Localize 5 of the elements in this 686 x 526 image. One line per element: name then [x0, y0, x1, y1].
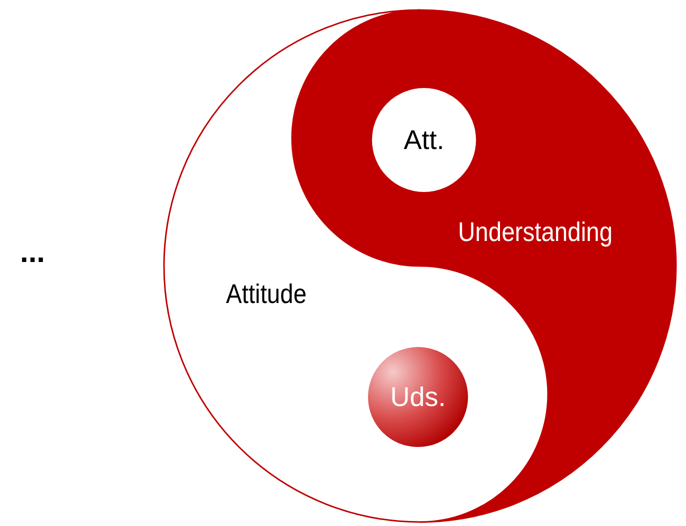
section-label: Understanding — [458, 216, 613, 248]
ellipsis-note: ... — [20, 236, 46, 270]
abbreviation-label: Uds. — [390, 381, 446, 413]
abbreviation-label: Att. — [404, 124, 444, 156]
section-label: Attitude — [226, 278, 307, 310]
